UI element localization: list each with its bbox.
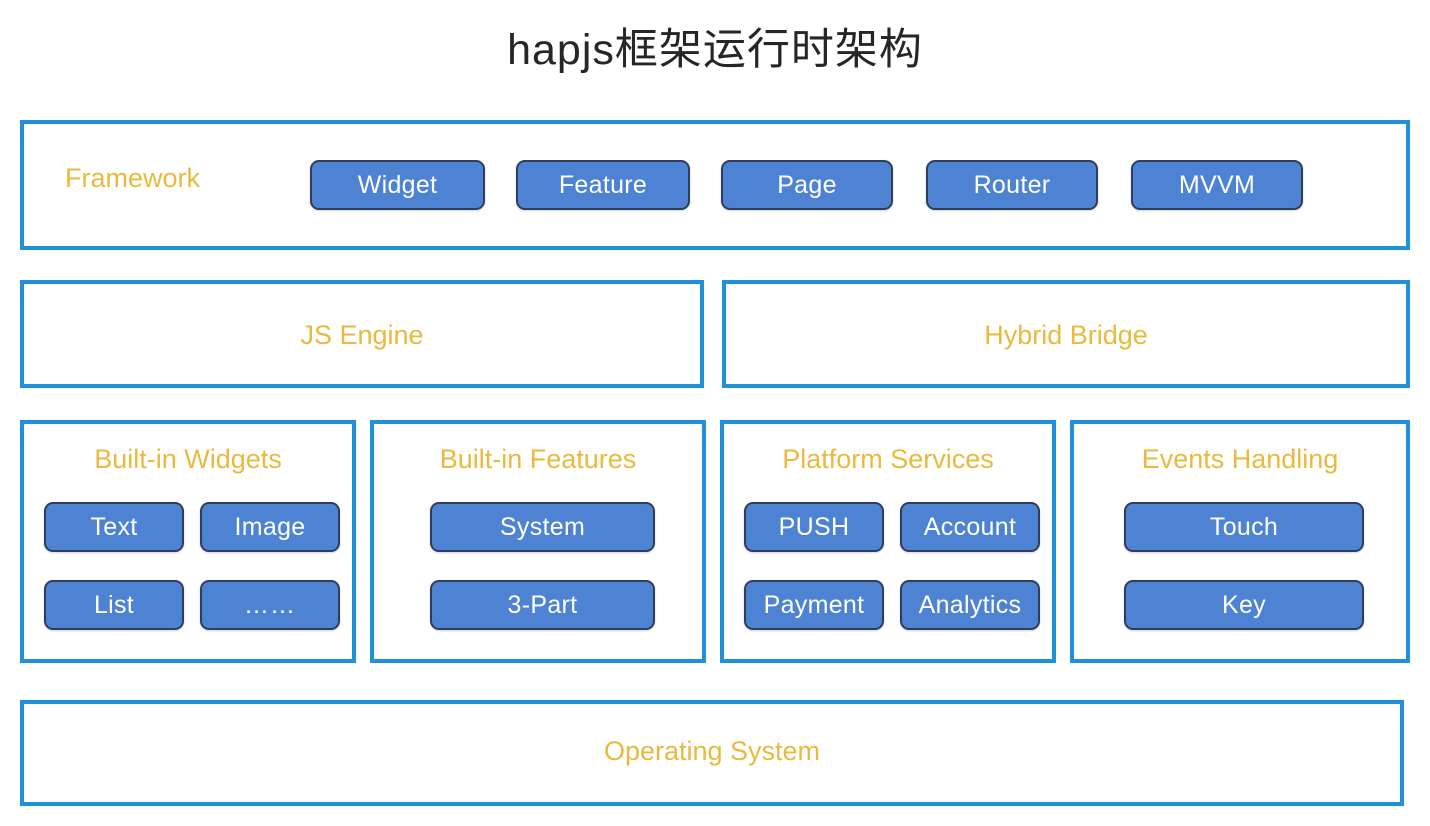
- node-text[interactable]: Text: [44, 502, 184, 552]
- node-touch[interactable]: Touch: [1124, 502, 1364, 552]
- framework-layer-label: Framework: [65, 163, 201, 193]
- events-handling-title: Events Handling: [1141, 444, 1339, 474]
- node-image[interactable]: Image: [200, 502, 340, 552]
- node-3-part[interactable]: 3-Part: [430, 580, 655, 630]
- node-system[interactable]: System: [430, 502, 655, 552]
- js-engine-box: JS Engine: [20, 280, 704, 388]
- node-account[interactable]: Account: [900, 502, 1040, 552]
- node-payment[interactable]: Payment: [744, 580, 884, 630]
- node-router[interactable]: Router: [926, 160, 1098, 210]
- js-engine-label: JS Engine: [300, 320, 424, 350]
- node-analytics[interactable]: Analytics: [900, 580, 1040, 630]
- node-widget[interactable]: Widget: [310, 160, 485, 210]
- events-handling-group: Events Handling Touch Key: [1070, 420, 1410, 663]
- node-page[interactable]: Page: [721, 160, 893, 210]
- node-more-widgets[interactable]: ……: [200, 580, 340, 630]
- platform-services-group: Platform Services PUSH Account Payment A…: [720, 420, 1056, 663]
- built-in-features-title: Built-in Features: [439, 444, 637, 474]
- node-push[interactable]: PUSH: [744, 502, 884, 552]
- node-mvvm[interactable]: MVVM: [1131, 160, 1303, 210]
- node-list[interactable]: List: [44, 580, 184, 630]
- operating-system-label: Operating System: [603, 736, 821, 766]
- operating-system-box: Operating System: [20, 700, 1404, 806]
- built-in-widgets-group: Built-in Widgets Text Image List ……: [20, 420, 356, 663]
- node-key[interactable]: Key: [1124, 580, 1364, 630]
- hybrid-bridge-label: Hybrid Bridge: [984, 320, 1148, 350]
- node-feature[interactable]: Feature: [516, 160, 690, 210]
- page-title: hapjs框架运行时架构: [507, 26, 923, 74]
- hybrid-bridge-box: Hybrid Bridge: [722, 280, 1410, 388]
- platform-services-title: Platform Services: [782, 444, 994, 474]
- built-in-widgets-title: Built-in Widgets: [94, 444, 282, 474]
- built-in-features-group: Built-in Features System 3-Part: [370, 420, 706, 663]
